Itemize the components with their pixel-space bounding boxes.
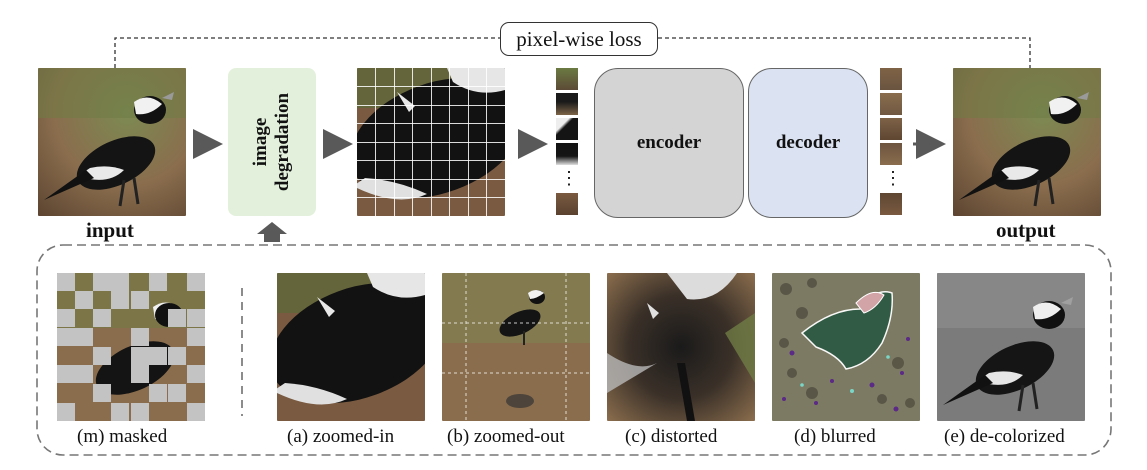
caption-zoomed-out: (b) zoomed-out	[447, 426, 565, 447]
caption-de-colorized: (e) de-colorized	[944, 426, 1065, 447]
patch	[880, 93, 902, 115]
magpie-bird-in	[44, 92, 174, 207]
caption-distorted: (c) distorted	[625, 426, 718, 447]
decoder-label: decoder	[775, 132, 841, 153]
patch	[880, 118, 902, 140]
input-label: input	[86, 218, 134, 242]
caption-masked: (m) masked	[77, 426, 168, 447]
up-arrow	[257, 222, 287, 242]
pixel-wise-loss-label: pixel-wise loss	[516, 26, 642, 51]
patch	[556, 143, 578, 165]
degradation-label-line1: image	[250, 117, 271, 167]
degraded-image-grid	[357, 68, 505, 216]
patch-ellipsis: ⋮	[884, 168, 902, 188]
caption-zoomed-in: (a) zoomed-in	[287, 426, 395, 447]
example-distorted	[607, 273, 755, 421]
decoder-box: decoder	[748, 68, 868, 218]
example-zoomed-in	[277, 273, 425, 421]
patch	[880, 193, 902, 215]
image-degradation-box: image degradation	[228, 68, 316, 216]
patch	[556, 68, 578, 90]
patch	[880, 143, 902, 165]
output-label: output	[996, 218, 1056, 242]
mask-patches	[57, 273, 205, 421]
loss-connector	[114, 37, 500, 68]
input-image	[38, 68, 186, 216]
example-masked	[57, 273, 205, 421]
output-image	[953, 68, 1101, 216]
output-patches: ⋮	[880, 68, 902, 218]
example-de-colorized	[937, 273, 1085, 421]
example-blurred	[772, 273, 920, 421]
patch	[556, 118, 578, 140]
degradation-label-line2: degradation	[272, 92, 293, 192]
encoder-box: encoder	[594, 68, 744, 218]
encoder-label: encoder	[636, 132, 702, 153]
examples-panel	[36, 244, 1112, 456]
pixel-wise-loss-box: pixel-wise loss	[500, 22, 658, 56]
patch	[556, 93, 578, 115]
example-zoomed-out	[442, 273, 590, 421]
patch	[556, 193, 578, 215]
caption-blurred: (d) blurred	[794, 426, 876, 447]
magpie-bird-out	[959, 92, 1089, 207]
patch-ellipsis: ⋮	[560, 168, 578, 188]
patch	[880, 68, 902, 90]
input-patches: ⋮	[556, 68, 578, 218]
